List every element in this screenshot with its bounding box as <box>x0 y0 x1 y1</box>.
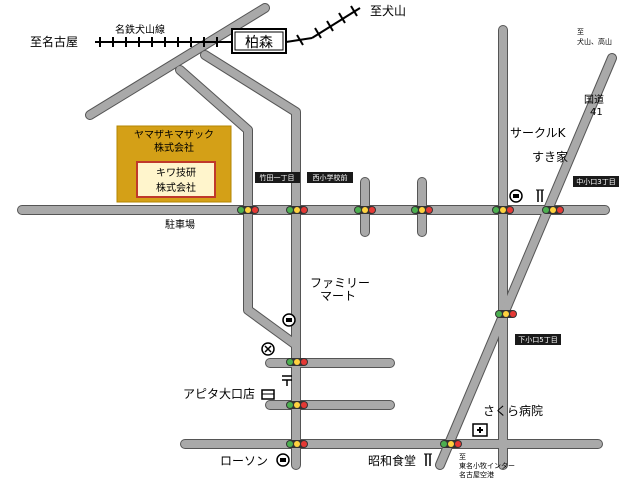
store-icon <box>261 389 275 400</box>
traffic-signal-icon <box>354 206 376 214</box>
restaurant-icon <box>536 189 544 202</box>
rail-tick <box>296 34 304 46</box>
svg-text:中小口3丁目: 中小口3丁目 <box>576 177 615 186</box>
convenience-store-icon <box>282 313 296 327</box>
bottom-note-line1: 至 <box>459 453 466 461</box>
convenience-store-icon <box>276 453 290 467</box>
post-office-icon <box>282 375 292 386</box>
traffic-signal-icon <box>286 358 308 366</box>
route41-label-line2: 41 <box>590 107 603 118</box>
school-icon <box>261 342 275 356</box>
sign-nakaoguchi: 中小口3丁目 <box>573 176 619 187</box>
traffic-signal-icon <box>495 310 517 318</box>
traffic-signal-icon <box>542 206 564 214</box>
sign-takeda: 竹田一丁目 <box>255 172 300 183</box>
traffic-signals <box>237 206 564 448</box>
showa-shokudo-label: 昭和食堂 <box>368 453 416 468</box>
sukiya-label: すき家 <box>532 149 568 164</box>
hospital-icon <box>472 423 488 437</box>
svg-text:西小学校前: 西小学校前 <box>313 173 348 182</box>
yamazaki-mazak-building[interactable]: ヤマザキマザック 株式会社 キワ技研 株式会社 <box>116 125 232 203</box>
restaurant-icon <box>424 453 432 466</box>
convenience-store-icon <box>509 189 523 203</box>
traffic-signal-icon <box>411 206 433 214</box>
railway-line-name: 名鉄犬山線 <box>115 23 165 36</box>
roads <box>17 3 617 470</box>
parking-label: 駐車場 <box>165 218 195 231</box>
bottom-note-line2: 東名小牧インター <box>459 461 515 470</box>
to-inuyama-label: 至犬山 <box>370 4 406 18</box>
svg-text:下小口5丁目: 下小口5丁目 <box>518 335 557 344</box>
circle-k-label: サークルK <box>510 126 567 140</box>
sakura-hospital-label: さくら病院 <box>483 403 543 418</box>
kiwa-name: キワ技研 <box>156 166 196 179</box>
top-right-note-line1: 至 <box>577 28 584 36</box>
sign-nishi-school: 西小学校前 <box>307 172 353 183</box>
yamazaki-name: ヤマザキマザック <box>134 129 214 141</box>
station-kashiwamori[interactable]: 柏森 <box>231 28 287 54</box>
station-name: 柏森 <box>245 35 273 51</box>
traffic-signal-icon <box>286 206 308 214</box>
yamazaki-suffix: 株式会社 <box>154 141 194 154</box>
traffic-signal-icon <box>286 401 308 409</box>
top-right-note-line2: 犬山、高山 <box>577 37 612 46</box>
to-nagoya-label: 至名古屋 <box>30 34 78 49</box>
traffic-signal-icon <box>492 206 514 214</box>
rail-tick <box>338 12 346 24</box>
railway-line <box>95 5 361 47</box>
rail-tick <box>326 20 334 32</box>
lawson-label: ローソン <box>220 454 268 468</box>
kiwa-suffix: 株式会社 <box>156 181 196 194</box>
rail-tick <box>314 27 322 39</box>
route41-label-line1: 国道 <box>584 93 604 106</box>
traffic-signal-icon <box>237 206 259 214</box>
apita-label: アピタ大口店 <box>183 387 255 401</box>
sign-shimooguchi: 下小口5丁目 <box>515 334 561 345</box>
family-mart-label-line1: ファミリー <box>310 276 370 290</box>
bottom-note-line3: 名古屋空港 <box>459 470 494 479</box>
family-mart-label-line2: マート <box>320 289 356 303</box>
rail-tick <box>350 5 358 17</box>
traffic-signal-icon <box>440 440 462 448</box>
svg-text:竹田一丁目: 竹田一丁目 <box>260 173 295 182</box>
traffic-signal-icon <box>286 440 308 448</box>
